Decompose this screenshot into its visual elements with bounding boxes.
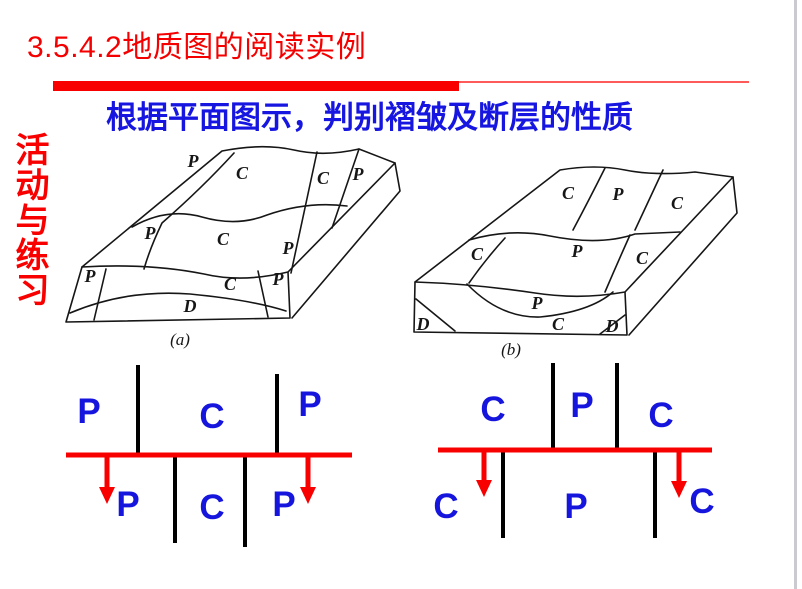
- formation-label: P: [272, 269, 285, 289]
- formation-label: P: [352, 164, 365, 184]
- top-fault-line-3: [634, 169, 664, 231]
- caption-a: (a): [170, 330, 190, 349]
- map-b-labels: C P C C P C: [433, 386, 714, 526]
- front-anticline-arch: [69, 292, 287, 314]
- top-fault-line-4: [604, 234, 631, 293]
- formation-label: C: [552, 314, 565, 334]
- map-sketch-a: P C P P C P: [66, 365, 352, 547]
- block-a-outline: [65, 145, 401, 323]
- formation-label: P: [187, 151, 200, 171]
- formation-label: C: [648, 396, 673, 435]
- block-a-labels: P C C P P C P P C P D (a): [84, 151, 365, 349]
- slide-right-border: [794, 0, 797, 589]
- formation-label: C: [636, 248, 649, 268]
- top-fault-line-2: [331, 148, 360, 229]
- formation-label: C: [199, 397, 224, 436]
- accent-bar: [53, 81, 459, 91]
- side-vertical-label: 活动与练习: [10, 132, 48, 307]
- downthrow-arrow-head-left: [476, 480, 492, 497]
- front-syncline-curve: [466, 283, 614, 318]
- map-b-lines: [438, 363, 712, 538]
- formation-label: P: [77, 392, 100, 431]
- front-face-outline: [413, 281, 628, 336]
- block-diagram-b: C P C C P C P C D D (b): [413, 166, 738, 359]
- slide-title: 3.5.4.2地质图的阅读实例: [27, 31, 367, 64]
- block-b-structure-lines: [415, 167, 681, 335]
- top-fault-line-1: [290, 151, 318, 274]
- front-d-boundary-left: [415, 298, 456, 332]
- downthrow-arrow-head-right: [671, 481, 687, 498]
- top-fault-line-2: [468, 237, 506, 284]
- formation-label: C: [317, 168, 330, 188]
- formation-label: C: [224, 274, 237, 294]
- formation-label: C: [562, 183, 575, 203]
- block-b-outline: [413, 166, 738, 336]
- formation-label: C: [471, 244, 484, 264]
- formation-label: D: [183, 296, 197, 316]
- top-fold-axis-line: [131, 203, 348, 228]
- caption-b: (b): [501, 340, 521, 359]
- map-a-labels: P C P P C P: [77, 385, 321, 527]
- right-face-outline: [291, 162, 401, 319]
- formation-label: P: [571, 241, 584, 261]
- front-boundary-right: [257, 270, 269, 318]
- formation-label: C: [217, 229, 230, 249]
- top-fault-line-1: [572, 167, 606, 231]
- block-a-structure-lines: [69, 148, 360, 321]
- map-sketch-b: C P C C P C: [433, 363, 715, 538]
- front-d-boundary-right: [599, 314, 626, 335]
- formation-label: P: [116, 485, 139, 524]
- formation-label: C: [689, 482, 714, 521]
- formation-label: P: [612, 184, 625, 204]
- slide-subtitle: 根据平面图示，判别褶皱及断层的性质: [106, 100, 633, 135]
- formation-label: D: [605, 316, 619, 336]
- formation-label: P: [564, 487, 587, 526]
- formation-label: P: [298, 385, 321, 424]
- right-face-outline: [628, 176, 738, 336]
- formation-label: D: [416, 314, 430, 334]
- formation-label: C: [236, 163, 249, 183]
- front-face-outline: [65, 266, 291, 323]
- accent-hairline: [459, 81, 749, 83]
- block-b-labels: C P C C P C P C D D (b): [416, 183, 684, 359]
- formation-label: C: [480, 390, 505, 429]
- downthrow-arrow-head-left: [99, 487, 115, 504]
- formation-label: C: [433, 487, 458, 526]
- formation-label: C: [671, 193, 684, 213]
- top-fold-axis-line: [468, 231, 681, 242]
- formation-label: P: [272, 485, 295, 524]
- block-diagram-a: P C C P P C P P C P D (a): [65, 145, 401, 349]
- formation-label: P: [570, 386, 593, 425]
- map-a-lines: [66, 365, 352, 547]
- front-boundary-left: [93, 268, 107, 321]
- downthrow-arrow-head-right: [300, 487, 316, 504]
- formation-label: P: [282, 238, 295, 258]
- formation-label: P: [84, 266, 97, 286]
- formation-label: C: [199, 488, 224, 527]
- formation-label: P: [531, 293, 544, 313]
- top-band-boundary-left: [143, 152, 235, 270]
- formation-label: P: [144, 223, 157, 243]
